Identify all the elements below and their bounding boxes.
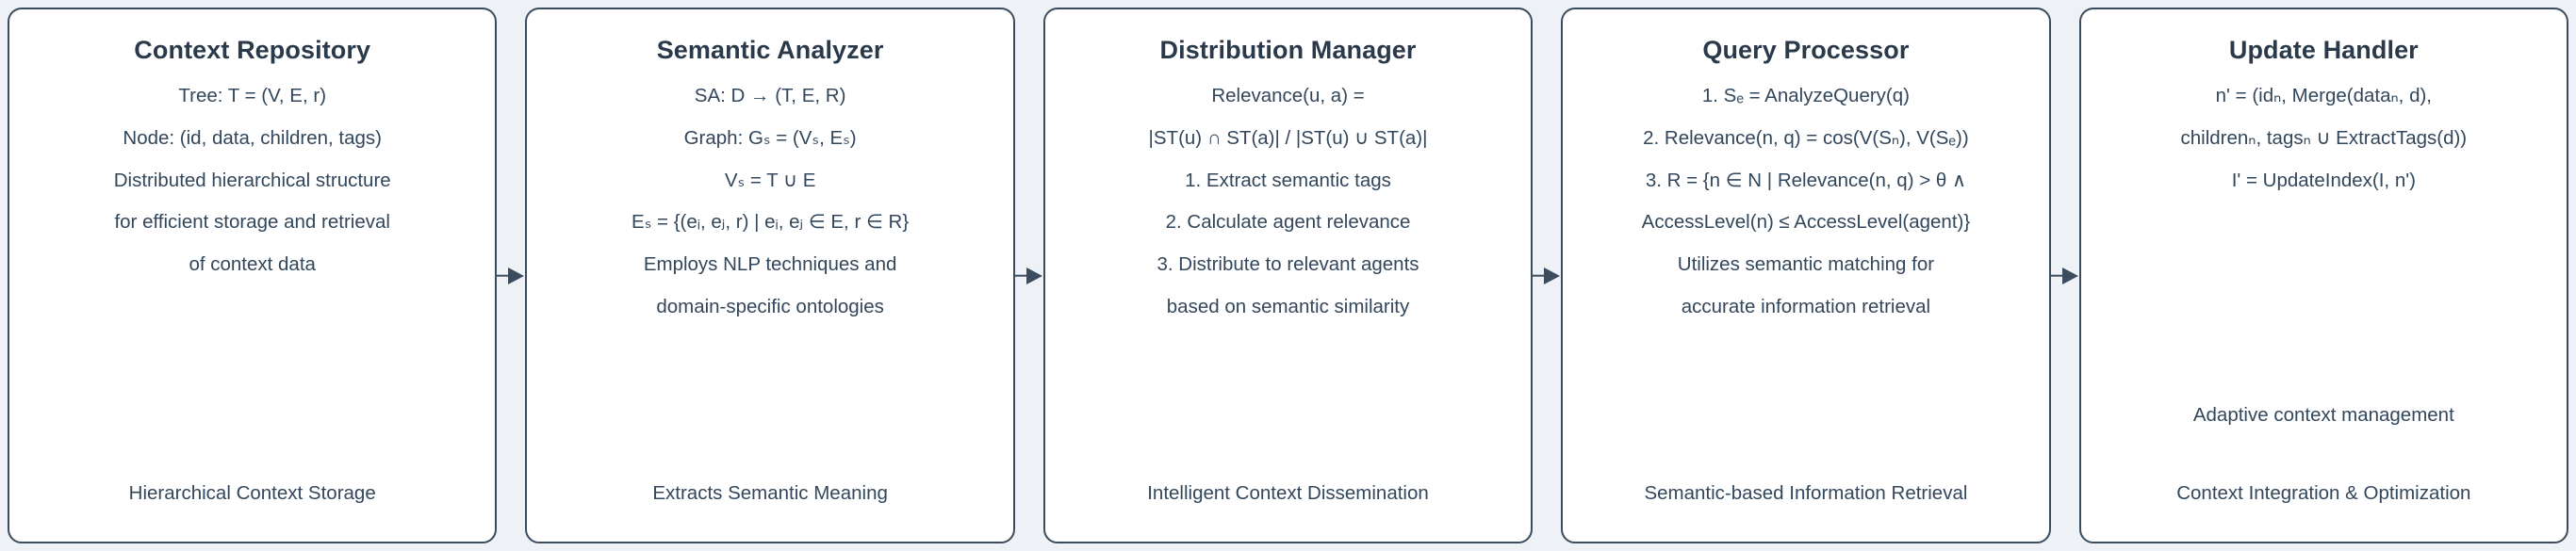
node-body-line: Graph: Gₛ = (Vₛ, Eₛ): [683, 127, 857, 150]
node-body-line: based on semantic similarity: [1166, 295, 1410, 317]
node-caption: Extracts Semantic Meaning: [652, 482, 888, 505]
node-body-line: I' = UpdateIndex(I, n'): [2231, 169, 2416, 191]
connector-arrow-1: [497, 0, 525, 551]
node-body-line: n' = (idₙ, Merge(dataₙ, d),: [2215, 85, 2432, 107]
arrow-icon: [2050, 266, 2079, 286]
node-box-update-handler[interactable]: Update Handler n' = (idₙ, Merge(dataₙ, d…: [2078, 8, 2569, 543]
node-body-line: Employs NLP techniques and: [643, 252, 897, 275]
connector-arrow-2: [1014, 0, 1043, 551]
node-body-line: 3. Distribute to relevant agents: [1157, 252, 1419, 275]
node-body-line: Eₛ = {(eᵢ, eⱼ, r) | eᵢ, eⱼ ∈ E, r ∈ R}: [632, 211, 910, 234]
node-body-line: SA: D → (T, E, R): [694, 85, 846, 107]
node-body-line: Distributed hierarchical structure: [113, 169, 391, 191]
node-title: Update Handler: [2228, 36, 2419, 64]
arrow-icon: [1533, 266, 1561, 286]
node-body-line: Node: (id, data, children, tags): [123, 127, 383, 150]
node-title: Context Repository: [134, 36, 371, 64]
node-caption: Context Integration & Optimization: [2176, 482, 2471, 505]
node-body-line: domain-specific ontologies: [656, 295, 884, 317]
node-body-line: of context data: [189, 252, 316, 275]
node-caption: Hierarchical Context Storage: [128, 482, 376, 505]
node-body-line: 2. Calculate agent relevance: [1165, 211, 1411, 234]
node-caption: Intelligent Context Dissemination: [1147, 482, 1429, 505]
node-body: Relevance(u, a) = |ST(u) ∩ ST(a)| / |ST(…: [1055, 84, 1521, 318]
node-box-query-processor[interactable]: Query Processor 1. Sₑ = AnalyzeQuery(q) …: [1561, 8, 2051, 543]
node-body-line: 1. Sₑ = AnalyzeQuery(q): [1701, 85, 1910, 107]
node-body: n' = (idₙ, Merge(dataₙ, d), childrenₙ, t…: [2091, 84, 2557, 192]
node-body-line: for efficient storage and retrieval: [114, 211, 390, 234]
node-body-line: |ST(u) ∩ ST(a)| / |ST(u) ∪ ST(a)|: [1148, 127, 1428, 150]
arrow-head-icon: [508, 267, 525, 284]
arrow-head-icon: [1025, 267, 1042, 284]
arrow-shaft: [1533, 274, 1549, 277]
node-body: 1. Sₑ = AnalyzeQuery(q) 2. Relevance(n, …: [1572, 84, 2039, 318]
node-body-line: 2. Relevance(n, q) = cos(V(Sₙ), V(Sₑ)): [1643, 127, 1969, 150]
node-body-line: accurate information retrieval: [1681, 295, 1931, 317]
arrow-icon: [1014, 266, 1043, 286]
node-body-line: Tree: T = (V, E, r): [178, 85, 327, 107]
node-title: Semantic Analyzer: [656, 36, 884, 64]
arrow-head-icon: [1544, 267, 1561, 284]
node-box-distribution-manager[interactable]: Distribution Manager Relevance(u, a) = |…: [1042, 8, 1534, 543]
node-title: Distribution Manager: [1159, 36, 1417, 64]
node-body-line: AccessLevel(n) ≤ AccessLevel(agent)}: [1641, 211, 1971, 234]
node-caption-extra: Adaptive context management: [2192, 403, 2454, 426]
node-title: Query Processor: [1702, 36, 1910, 64]
node-body-line: 1. Extract semantic tags: [1185, 169, 1391, 191]
arrow-head-icon: [2061, 267, 2078, 284]
arrow-shaft: [497, 274, 513, 277]
node-body: SA: D → (T, E, R) Graph: Gₛ = (Vₛ, Eₛ) V…: [536, 84, 1003, 318]
connector-arrow-3: [1533, 0, 1561, 551]
arrow-icon: [497, 266, 525, 286]
node-box-context-repository[interactable]: Context Repository Tree: T = (V, E, r) N…: [8, 8, 498, 543]
arrow-shaft: [2050, 274, 2066, 277]
node-box-semantic-analyzer[interactable]: Semantic Analyzer SA: D → (T, E, R) Grap…: [525, 8, 1015, 543]
node-body-line: childrenₙ, tagsₙ ∪ ExtractTags(d)): [2180, 127, 2468, 150]
node-body-line: 3. R = {n ∈ N | Relevance(n, q) > θ ∧: [1645, 169, 1966, 191]
node-body-line: Utilizes semantic matching for: [1677, 252, 1935, 275]
node-body: Tree: T = (V, E, r) Node: (id, data, chi…: [19, 84, 485, 276]
node-body-line: Vₛ = T ∪ E: [724, 169, 816, 191]
connector-arrow-4: [2050, 0, 2079, 551]
node-body-line: Relevance(u, a) =: [1211, 85, 1365, 107]
arrow-shaft: [1014, 274, 1030, 277]
node-caption: Semantic-based Information Retrieval: [1644, 482, 1968, 505]
